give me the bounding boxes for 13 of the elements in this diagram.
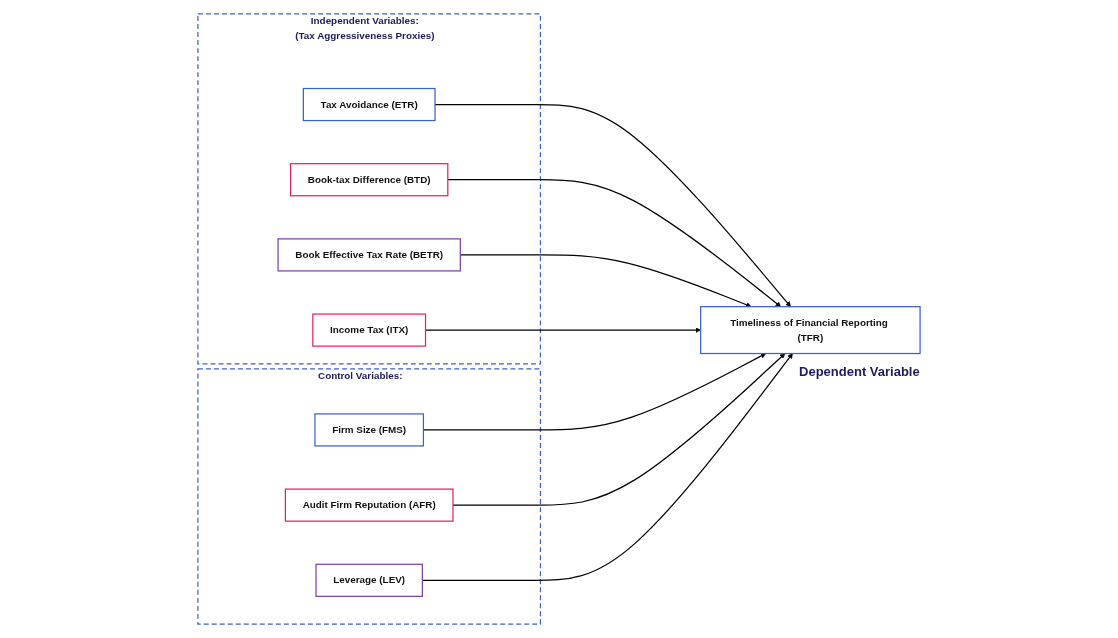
node-box (277, 238, 461, 272)
node-box (302, 87, 436, 122)
node-box (284, 488, 454, 522)
arrow (447, 179, 782, 307)
node-box (314, 413, 425, 447)
cluster (197, 368, 542, 625)
cluster (197, 13, 542, 365)
node-box (700, 306, 921, 355)
caption-text: Dependent Variable (799, 363, 920, 379)
node-box (312, 313, 427, 347)
node-box (315, 563, 423, 597)
node-box (289, 163, 449, 197)
arrow (452, 353, 786, 506)
